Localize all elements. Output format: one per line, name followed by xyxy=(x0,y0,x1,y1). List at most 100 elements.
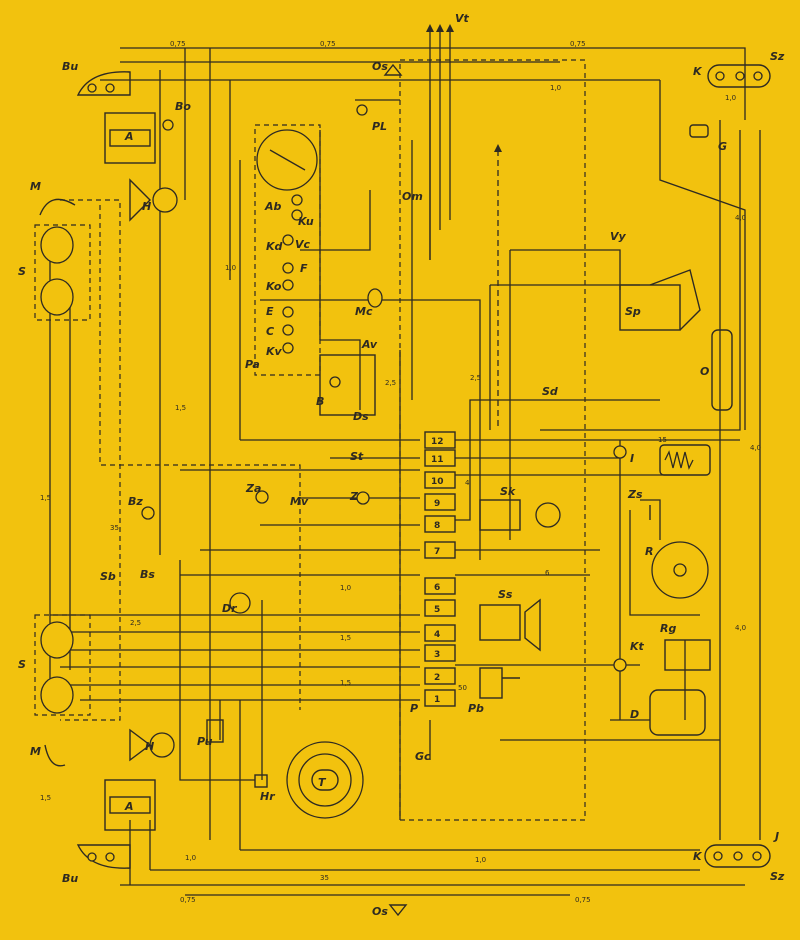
gauge: 2,5 xyxy=(470,374,481,382)
label-sd: Sd xyxy=(542,385,558,398)
terminal-1: 1 xyxy=(434,695,440,705)
wire-gauges: 0,75 0,75 0,75 1,0 1,0 4,0 4,0 4,0 1,5 1… xyxy=(40,40,761,904)
battery-a-top xyxy=(104,112,156,164)
b-lamp-icon xyxy=(329,376,341,388)
gauge: 2,5 xyxy=(130,619,141,627)
label-vy: Vy xyxy=(610,230,627,243)
os-ground-bottom xyxy=(388,904,408,917)
pl-lamp-icon xyxy=(356,104,368,116)
terminal-2: 2 xyxy=(434,673,440,683)
warning-lamps xyxy=(282,194,303,354)
label-ab: Ab xyxy=(264,200,282,213)
terminal-7: 7 xyxy=(434,547,440,557)
marker-m-bottom xyxy=(44,744,66,767)
gauge: 50 xyxy=(458,684,467,692)
gauge: 1,5 xyxy=(175,404,186,412)
gauge: 1,5 xyxy=(40,494,51,502)
label-f: F xyxy=(300,262,308,275)
label-sz-top: Sz xyxy=(770,50,785,63)
gauge: 0,75 xyxy=(180,896,196,904)
gauge: 1,0 xyxy=(185,854,196,862)
component-labels: Bu Bu M M S S H H A A Bo Os Os Vt PL Om … xyxy=(18,12,785,918)
label-h-top: H xyxy=(142,200,151,213)
terminal-11: 11 xyxy=(431,455,444,465)
battery-cell xyxy=(109,129,151,147)
label-k-top: K xyxy=(693,65,703,78)
label-pb: Pb xyxy=(468,702,484,715)
gauge: 35 xyxy=(320,874,329,882)
g-unit xyxy=(689,124,709,138)
label-kd: Kd xyxy=(266,240,283,253)
gauge: 1,0 xyxy=(550,84,561,92)
label-i: I xyxy=(630,452,634,465)
label-z: Z xyxy=(349,490,359,503)
gauge: 1,0 xyxy=(225,264,236,272)
label-j: J xyxy=(773,830,779,843)
terminal-numbers: 12 11 10 9 8 7 6 5 4 3 2 1 xyxy=(431,437,444,705)
bo-lamp-icon xyxy=(162,119,174,131)
rear-lamp-bu-top xyxy=(76,71,131,96)
label-av: Av xyxy=(361,338,378,351)
label-a-top: A xyxy=(124,130,134,143)
label-r: R xyxy=(645,545,653,558)
ignition-switch-sk xyxy=(479,499,521,531)
label-pl: PL xyxy=(372,120,387,133)
gauge: 1,5 xyxy=(40,794,51,802)
component-o-top xyxy=(711,329,733,411)
gauge: 6 xyxy=(545,569,550,577)
label-bz: Bz xyxy=(128,495,143,508)
label-bs: Bs xyxy=(140,568,155,581)
label-bu-top: Bu xyxy=(62,60,78,73)
label-vc: Vc xyxy=(295,238,311,251)
label-ko: Ko xyxy=(266,280,282,293)
label-sz-bottom: Sz xyxy=(770,870,785,883)
switch-pb xyxy=(479,667,503,699)
label-kv: Kv xyxy=(266,345,283,358)
label-k-bottom: K xyxy=(693,850,703,863)
headlamp-icon xyxy=(40,226,74,264)
label-bu-bottom: Bu xyxy=(62,872,78,885)
lamp-bulb-icon xyxy=(87,83,97,93)
label-s-top: S xyxy=(18,265,26,278)
gauge: 1,0 xyxy=(725,94,736,102)
hr-unit xyxy=(254,774,268,788)
label-pa: Pa xyxy=(245,358,260,371)
label-ds: Ds xyxy=(353,410,369,423)
gauge: 4,0 xyxy=(735,624,746,632)
label-p: P xyxy=(410,702,418,715)
instrument-panel-pa xyxy=(254,124,321,376)
pu-unit xyxy=(206,719,224,743)
headlamp-s-bottom xyxy=(34,614,91,716)
label-m-bottom: M xyxy=(30,745,41,758)
gauge: 15 xyxy=(658,436,667,444)
label-c: C xyxy=(266,325,274,338)
label-bo: Bo xyxy=(175,100,191,113)
gauge: 0,75 xyxy=(320,40,336,48)
label-pu: Pu xyxy=(197,735,213,748)
rear-lamp-right-bottom xyxy=(704,844,771,868)
gauge: 1,5 xyxy=(340,679,351,687)
label-b: B xyxy=(316,395,324,408)
gauge: 1,5 xyxy=(340,634,351,642)
terminal-3: 3 xyxy=(434,650,440,660)
ignition-key-icon xyxy=(535,502,561,528)
label-d: D xyxy=(630,708,639,721)
rear-lamp-bu-bottom xyxy=(76,844,131,869)
label-dr: Dr xyxy=(222,602,237,615)
headlamp-icon xyxy=(40,676,74,714)
battery-a-bottom xyxy=(104,779,156,831)
gauge: 4,0 xyxy=(750,444,761,452)
gauge: 4 xyxy=(465,479,470,487)
label-kt: Kt xyxy=(630,640,645,653)
kt-lamp-icon xyxy=(613,658,627,672)
label-ku: Ku xyxy=(298,215,314,228)
label-s-bottom: S xyxy=(18,658,26,671)
label-mc: Mc xyxy=(355,305,373,318)
terminal-9: 9 xyxy=(434,499,440,509)
os-ground-top xyxy=(383,63,403,76)
label-sb: Sb xyxy=(100,570,116,583)
headlamp-icon xyxy=(40,621,74,659)
dr-unit xyxy=(229,592,251,614)
